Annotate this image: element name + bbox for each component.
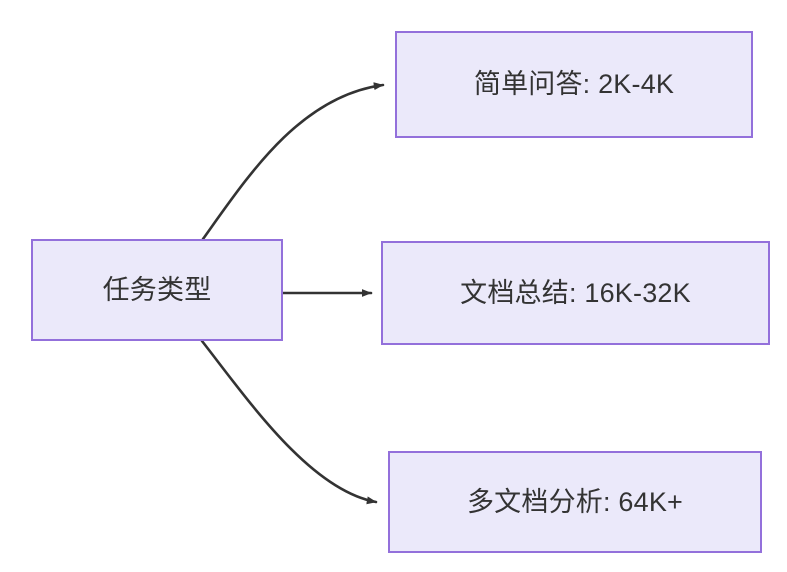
node-simple-qa[interactable]: 简单问答: 2K-4K: [395, 31, 753, 138]
node-doc-summary[interactable]: 文档总结: 16K-32K: [381, 241, 770, 345]
node-multi-doc-analysis-label: 多文档分析: 64K+: [466, 486, 683, 517]
edge-root-to-simple-qa: [201, 82, 385, 241]
edge-root-to-multi-doc: [200, 339, 378, 505]
node-doc-summary-label: 文档总结: 16K-32K: [460, 277, 691, 308]
node-task-type-label: 任务类型: [102, 274, 212, 305]
node-multi-doc-analysis[interactable]: 多文档分析: 64K+: [388, 451, 762, 553]
node-task-type[interactable]: 任务类型: [31, 239, 283, 341]
node-simple-qa-label: 简单问答: 2K-4K: [473, 69, 675, 100]
